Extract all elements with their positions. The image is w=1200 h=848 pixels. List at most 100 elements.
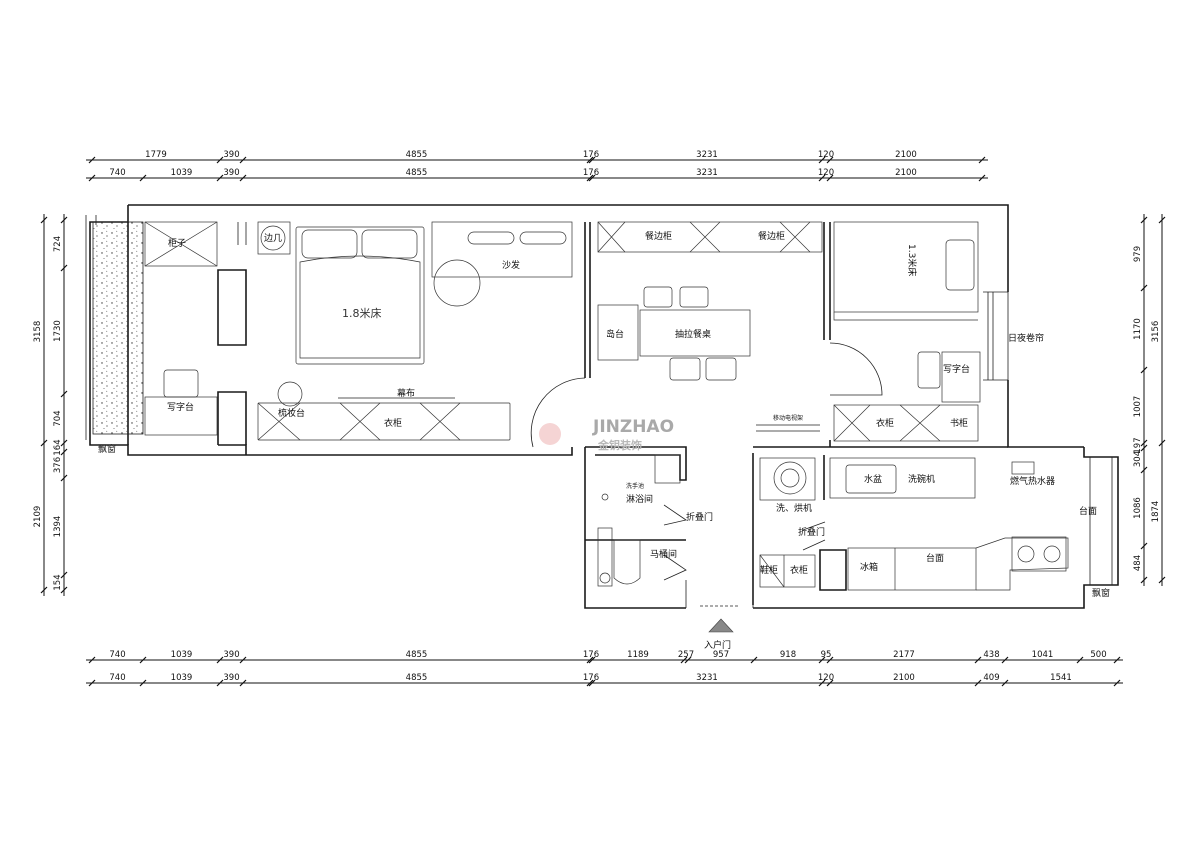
dimension-tick bbox=[1158, 216, 1166, 224]
dimension-label: 724 bbox=[53, 236, 63, 252]
label-sink: 水盆 bbox=[864, 473, 882, 485]
dimension-tick bbox=[818, 656, 826, 664]
dimension-label: 3231 bbox=[696, 168, 718, 178]
dimension-tick bbox=[818, 679, 826, 687]
label-bookcase: 书柜 bbox=[950, 417, 968, 429]
walls bbox=[89, 204, 1119, 609]
dimension-tick bbox=[680, 656, 688, 664]
dimension-tick bbox=[826, 174, 834, 182]
label-counter: 台面 bbox=[926, 552, 944, 564]
dimension-label: 95 bbox=[821, 650, 832, 660]
label-bay-window-right: 飘窗 bbox=[1092, 587, 1110, 599]
dimension-label: 1189 bbox=[627, 650, 649, 660]
dimension-tick bbox=[1140, 439, 1148, 447]
label-bench: 梳妆台 bbox=[278, 407, 305, 419]
dimension-tick bbox=[1140, 366, 1148, 374]
watermark-brand: JINZHAO bbox=[592, 417, 674, 437]
label-island: 岛台 bbox=[606, 328, 624, 340]
dimension-label: 484 bbox=[1133, 555, 1143, 571]
label-shoe-cabinet: 鞋柜 bbox=[760, 564, 778, 576]
dimension-tick bbox=[588, 656, 596, 664]
dimension-tick bbox=[586, 656, 594, 664]
watermark-brand-cn: 金钥装饰 bbox=[597, 438, 642, 452]
label-shower-room: 淋浴间 bbox=[626, 493, 653, 505]
dimension-tick bbox=[216, 679, 224, 687]
dimension-tick bbox=[586, 679, 594, 687]
dimension-tick bbox=[1140, 444, 1148, 452]
dimension-tick bbox=[818, 156, 826, 164]
label-sofa: 沙发 bbox=[502, 259, 520, 271]
dimension-label: 1007 bbox=[1133, 396, 1143, 418]
label-wardrobe-entry: 衣柜 bbox=[790, 564, 808, 576]
dimension-tick bbox=[1140, 466, 1148, 474]
dimension-tick bbox=[586, 156, 594, 164]
label-wardrobe-main: 衣柜 bbox=[384, 417, 402, 429]
dimension-label: 176 bbox=[583, 168, 599, 178]
dimension-label: 197 bbox=[1133, 437, 1143, 453]
dimension-label: 740 bbox=[109, 673, 125, 683]
label-gas-heater: 燃气热水器 bbox=[1010, 475, 1055, 487]
label-movable-partition: 移动电视架 bbox=[773, 414, 803, 422]
dimension-label: 257 bbox=[678, 650, 694, 660]
dimension-label: 2177 bbox=[893, 650, 915, 660]
dimension-label: 176 bbox=[583, 150, 599, 160]
dimension-tick bbox=[60, 390, 68, 398]
dimension-tick bbox=[60, 439, 68, 447]
label-washer-dryer: 洗、烘机 bbox=[776, 502, 812, 514]
dimension-label: 3156 bbox=[1151, 321, 1161, 343]
bay-window-left bbox=[85, 215, 144, 440]
dimension-tick bbox=[88, 174, 96, 182]
dimension-tick bbox=[978, 156, 986, 164]
dimension-label: 918 bbox=[780, 650, 796, 660]
dimension-tick bbox=[1113, 679, 1121, 687]
dimension-label: 1039 bbox=[171, 650, 193, 660]
dimension-tick bbox=[818, 174, 826, 182]
dimension-tick bbox=[40, 216, 48, 224]
dimension-tick bbox=[1001, 656, 1009, 664]
dimension-tick bbox=[1158, 576, 1166, 584]
dimension-tick bbox=[60, 474, 68, 482]
label-fridge: 冰箱 bbox=[860, 561, 878, 573]
dimension-tick bbox=[588, 174, 596, 182]
dimension-label: 438 bbox=[983, 650, 999, 660]
label-side-table: 边几 bbox=[264, 233, 282, 244]
dimension-label: 4855 bbox=[406, 168, 428, 178]
label-washbasin: 洗手池 bbox=[626, 482, 644, 490]
watermark: JINZHAO 金钥装饰 bbox=[539, 417, 674, 452]
dimension-tick bbox=[60, 264, 68, 272]
label-toilet-room: 马桶间 bbox=[650, 548, 677, 560]
entrance-arrow bbox=[708, 618, 734, 633]
dimension-label: 390 bbox=[223, 168, 239, 178]
dimension-tick bbox=[826, 656, 834, 664]
dimension-label: 120 bbox=[818, 673, 834, 683]
dimension-label: 390 bbox=[223, 650, 239, 660]
dimension-label: 1041 bbox=[1032, 650, 1054, 660]
dimension-tick bbox=[586, 174, 594, 182]
dimension-label: 957 bbox=[713, 650, 729, 660]
dimension-tick bbox=[1140, 542, 1148, 550]
dimension-label: 120 bbox=[818, 150, 834, 160]
dimension-label: 3231 bbox=[696, 673, 718, 683]
dimension-label: 2100 bbox=[895, 150, 917, 160]
label-projection-screen: 幕布 bbox=[397, 387, 415, 399]
dimension-label: 740 bbox=[109, 168, 125, 178]
dimension-label: 1730 bbox=[53, 320, 63, 342]
dimension-tick bbox=[60, 448, 68, 456]
dimension-label: 1039 bbox=[171, 168, 193, 178]
label-folding-door-1: 折叠门 bbox=[686, 511, 713, 523]
dimension-tick bbox=[974, 656, 982, 664]
dimension-label: 176 bbox=[583, 650, 599, 660]
dimension-label: 376 bbox=[53, 457, 63, 473]
dimension-label: 120 bbox=[818, 168, 834, 178]
dimension-tick bbox=[60, 571, 68, 579]
dimension-label: 409 bbox=[983, 673, 999, 683]
dimension-label: 740 bbox=[109, 650, 125, 660]
dimension-label: 1394 bbox=[53, 516, 63, 538]
dimension-tick bbox=[139, 174, 147, 182]
label-counter-right: 台面 bbox=[1079, 505, 1097, 517]
label-bed-second: 1.3米床 bbox=[906, 244, 918, 276]
dimension-label: 1541 bbox=[1050, 673, 1072, 683]
dimension-tick bbox=[1140, 576, 1148, 584]
dimension-tick bbox=[88, 156, 96, 164]
